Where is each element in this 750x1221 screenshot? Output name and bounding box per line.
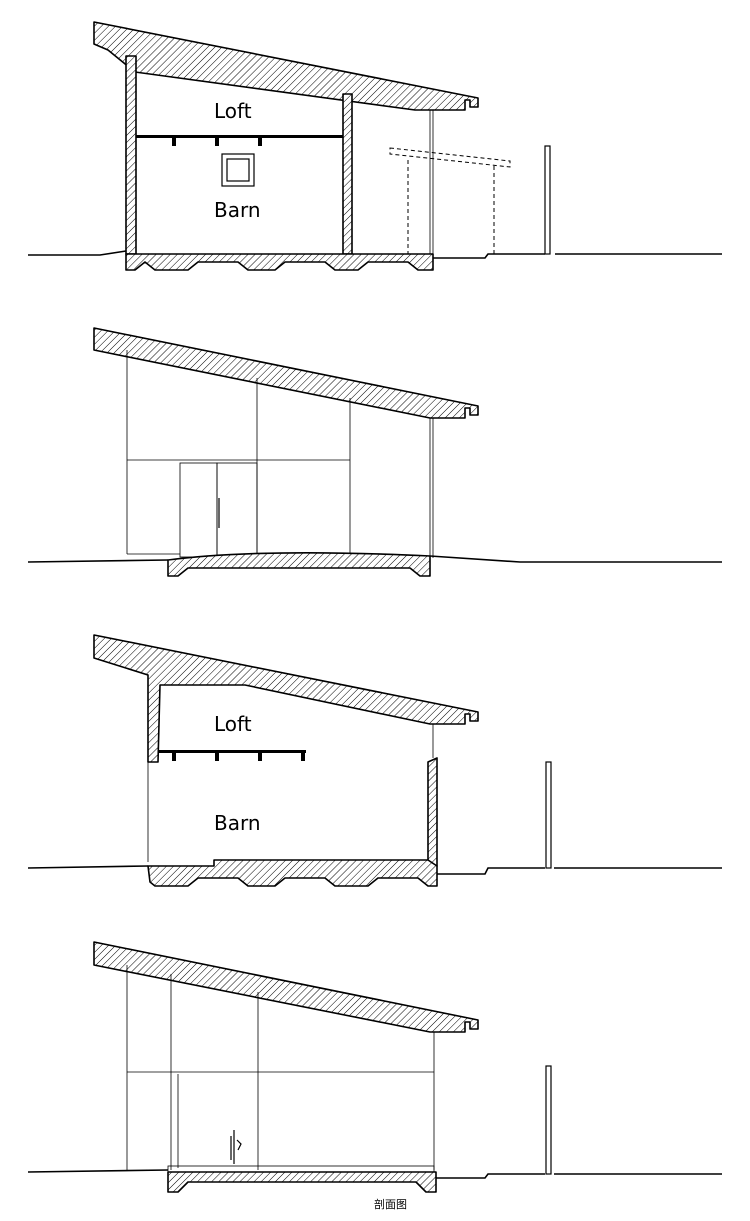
ground-line [437,867,545,875]
fence-post [545,761,552,869]
ground-line [28,250,127,256]
joist [258,753,262,761]
room-label-loft: Loft [214,712,252,736]
joist [215,753,219,761]
window-frame [221,153,255,187]
joist [215,138,219,146]
room-label-loft: Loft [214,99,252,123]
pergola-beam [389,147,511,168]
fixture-icon [230,1130,242,1164]
window-glass [226,158,250,182]
floor-slab [167,552,431,577]
room-label-barn: Barn [214,811,261,835]
section-1: Loft Barn [28,21,722,271]
loft-floor [136,135,343,138]
ground-line [27,865,149,869]
joist [172,753,176,761]
room-label-barn: Barn [214,198,261,222]
section-3: Loft Barn [27,634,722,887]
section-2 [27,327,722,577]
roof-slab [93,21,479,111]
ground-line [429,555,722,563]
roof-slab [93,941,479,1033]
ground-line [436,1173,545,1179]
door-leaf [216,462,258,558]
ground-line [433,253,545,259]
fence-post [544,145,551,255]
section-4 [27,941,722,1193]
floor-slab [167,1171,437,1193]
exterior-wall-left [125,55,137,255]
interior-wall [342,93,353,255]
joist [258,138,262,146]
floor-finish [167,1165,435,1173]
joist [301,753,305,761]
ground-line [27,559,169,563]
floor-slab [147,859,438,887]
loft-floor [158,750,306,753]
door [179,462,218,558]
roof-slab [93,327,479,419]
roof-slab [93,634,479,763]
exterior-wall-right [427,757,438,867]
floor-slab [125,253,434,271]
drawing-caption: 剖面图 [374,1197,407,1211]
joist [172,138,176,146]
fence-post [545,1065,552,1175]
ground-line [27,1169,169,1173]
